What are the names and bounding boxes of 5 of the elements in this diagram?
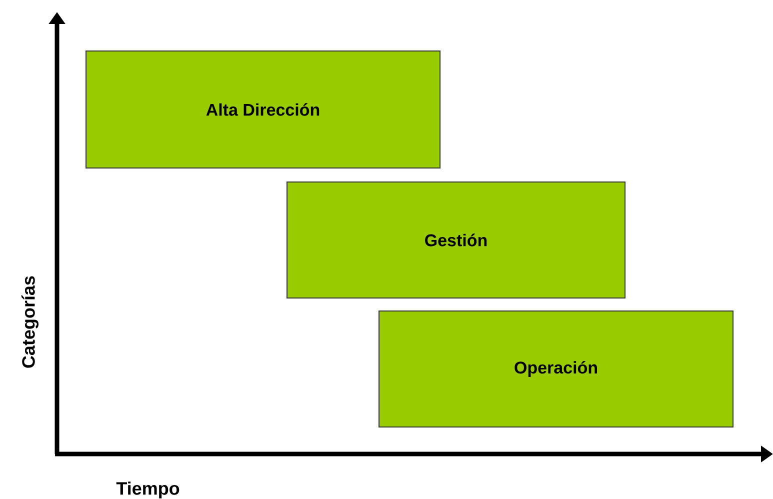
- process-box: Gestión: [286, 182, 626, 298]
- axis-label: Categorías: [22, 276, 38, 368]
- axis-label: Tiempo: [116, 482, 180, 498]
- process-box: Alta Dirección: [86, 50, 440, 168]
- process-box: Operación: [378, 310, 734, 428]
